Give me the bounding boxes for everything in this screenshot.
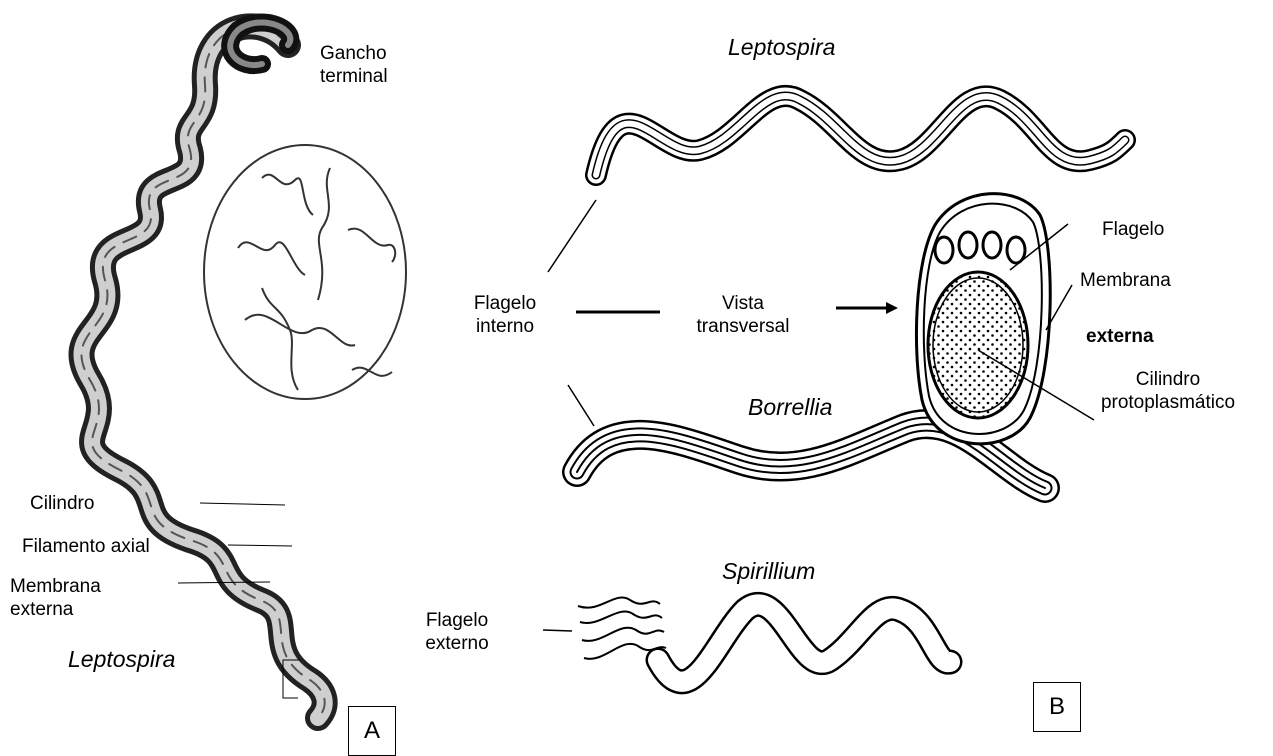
- flagelo-externo-line1: Flagelo: [410, 609, 504, 632]
- membrana-line1: Membrana: [10, 575, 101, 598]
- panel-a-box-label: A: [348, 706, 396, 756]
- leptospira-title: Leptospira: [728, 36, 835, 59]
- flagelo-externo-line2: externo: [410, 632, 504, 655]
- flagelo-label: Flagelo: [1102, 218, 1164, 241]
- cilindro-protoplasmatico-label: Cilindro protoplasmático: [1088, 368, 1248, 414]
- cilindro-line2: protoplasmático: [1088, 391, 1248, 414]
- cilindro-label: Cilindro: [30, 492, 94, 515]
- external-flagella: [578, 598, 666, 659]
- flagelo-externo-label: Flagelo externo: [410, 609, 504, 655]
- membrana-externa-label: Membrana externa: [10, 575, 101, 621]
- vista-line2: transversal: [686, 315, 800, 338]
- magnified-view-circle: [204, 145, 406, 399]
- cilindro-line1: Cilindro: [1088, 368, 1248, 391]
- leptospira-wave: [596, 96, 1125, 175]
- membrana-label: Membrana: [1080, 269, 1171, 292]
- vista-line1: Vista: [686, 292, 800, 315]
- filamento-axial-label: Filamento axial: [22, 535, 150, 558]
- spirillium-title: Spirillium: [722, 560, 815, 583]
- flagelo-interno-label: Flagelo interno: [462, 292, 548, 338]
- gancho-terminal-label: Gancho terminal: [320, 42, 388, 88]
- panel-b-box-label: B: [1033, 682, 1081, 732]
- vista-transversal-label: Vista transversal: [686, 292, 800, 338]
- cross-section: [916, 194, 1050, 444]
- membrana-line2: externa: [10, 598, 101, 621]
- borrellia-title: Borrellia: [748, 396, 832, 419]
- spirillium-wave: [658, 604, 950, 681]
- externa-label: externa: [1086, 325, 1154, 348]
- flagelo-interno-line1: Flagelo: [462, 292, 548, 315]
- gancho-line2: terminal: [320, 65, 388, 88]
- leptospira-coiled-body: [81, 22, 324, 718]
- gancho-line1: Gancho: [320, 42, 388, 65]
- panel-a-title: Leptospira: [68, 648, 175, 671]
- flagelo-interno-line2: interno: [462, 315, 548, 338]
